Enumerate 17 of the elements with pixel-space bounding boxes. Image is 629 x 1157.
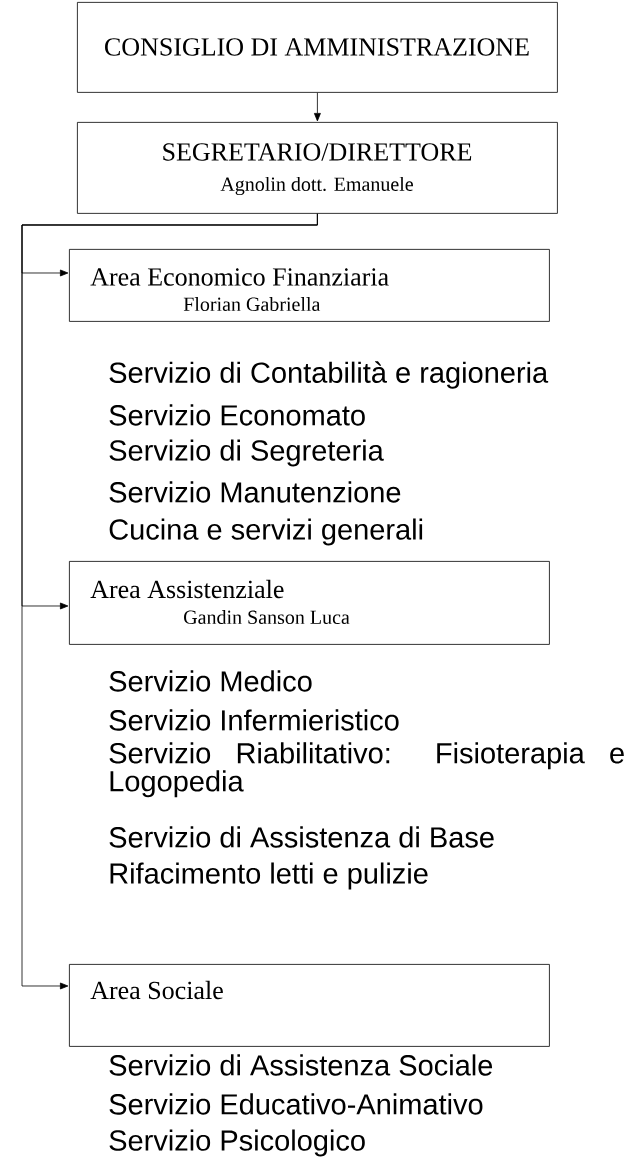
service-item: Servizio Psicologico xyxy=(109,1129,365,1157)
service-item: Servizio di Contabilità e ragioneria xyxy=(109,361,549,389)
service-item: Servizio Riabilitativo: Fisioterapia e Logopedia xyxy=(109,742,624,798)
service-item: Servizio Infermieristico xyxy=(109,709,399,731)
arrow xyxy=(21,213,318,990)
service-item: Servizio di Segreteria xyxy=(109,439,384,467)
service-item: Rifacimento letti e pulizie xyxy=(110,862,428,890)
org-box: CONSIGLIO DI AMMINISTRAZIONE xyxy=(77,2,558,93)
org-box: Area Economico Finanziaria Florian Gabriella xyxy=(69,249,550,322)
service-item: Servizio Educativo-Animativo xyxy=(109,1093,483,1115)
service-item: Servizio Economato xyxy=(109,404,365,426)
org-box: Area Assistenziale Gandin Sanson Luca xyxy=(69,561,550,645)
service-item: Servizio Manutenzione xyxy=(109,481,401,503)
arrow xyxy=(314,92,321,122)
service-item: Servizio di Assistenza di Base xyxy=(109,826,494,848)
org-box: SEGRETARIO/DIRETTORE Agnolin dott. Emanuele xyxy=(77,122,558,214)
org-box: Area Sociale xyxy=(69,964,550,1047)
